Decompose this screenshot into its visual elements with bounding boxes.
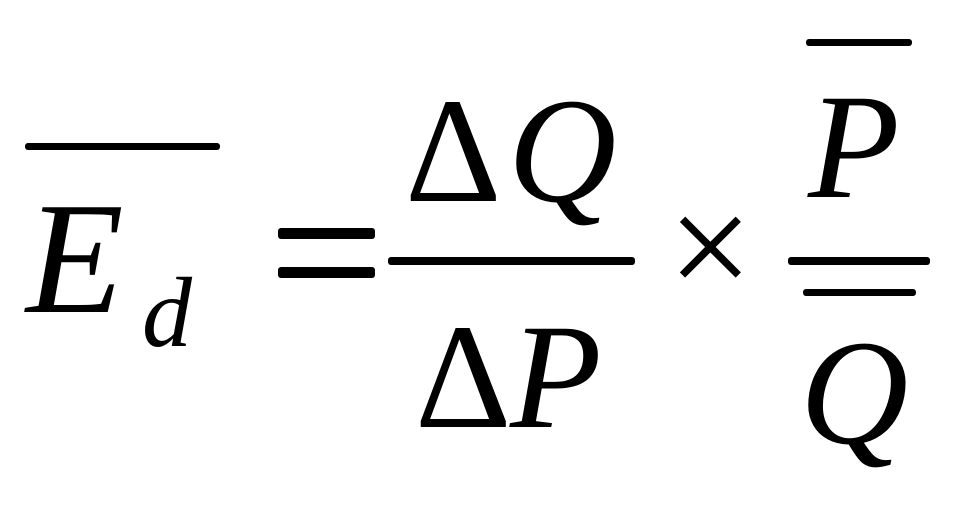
numerator-delta: Δ bbox=[405, 68, 502, 234]
lhs-subscript: d bbox=[142, 257, 192, 368]
mean-q-overbar bbox=[803, 289, 916, 296]
equals-bar-top bbox=[278, 228, 375, 239]
mean-p-symbol: P bbox=[808, 64, 900, 230]
denominator-delta: Δ bbox=[415, 294, 512, 460]
lhs-symbol: E bbox=[26, 169, 124, 347]
equals-bar-bottom bbox=[278, 267, 375, 278]
fraction-bar-delta bbox=[388, 257, 635, 265]
times-sign: × bbox=[668, 164, 753, 330]
mean-p-overbar bbox=[806, 39, 912, 46]
denominator-p-symbol: P bbox=[510, 294, 602, 460]
numerator-q-symbol: Q bbox=[508, 68, 617, 234]
lhs-overbar bbox=[25, 143, 220, 150]
fraction-bar-means bbox=[788, 257, 930, 265]
mean-q-symbol: Q bbox=[800, 310, 909, 476]
